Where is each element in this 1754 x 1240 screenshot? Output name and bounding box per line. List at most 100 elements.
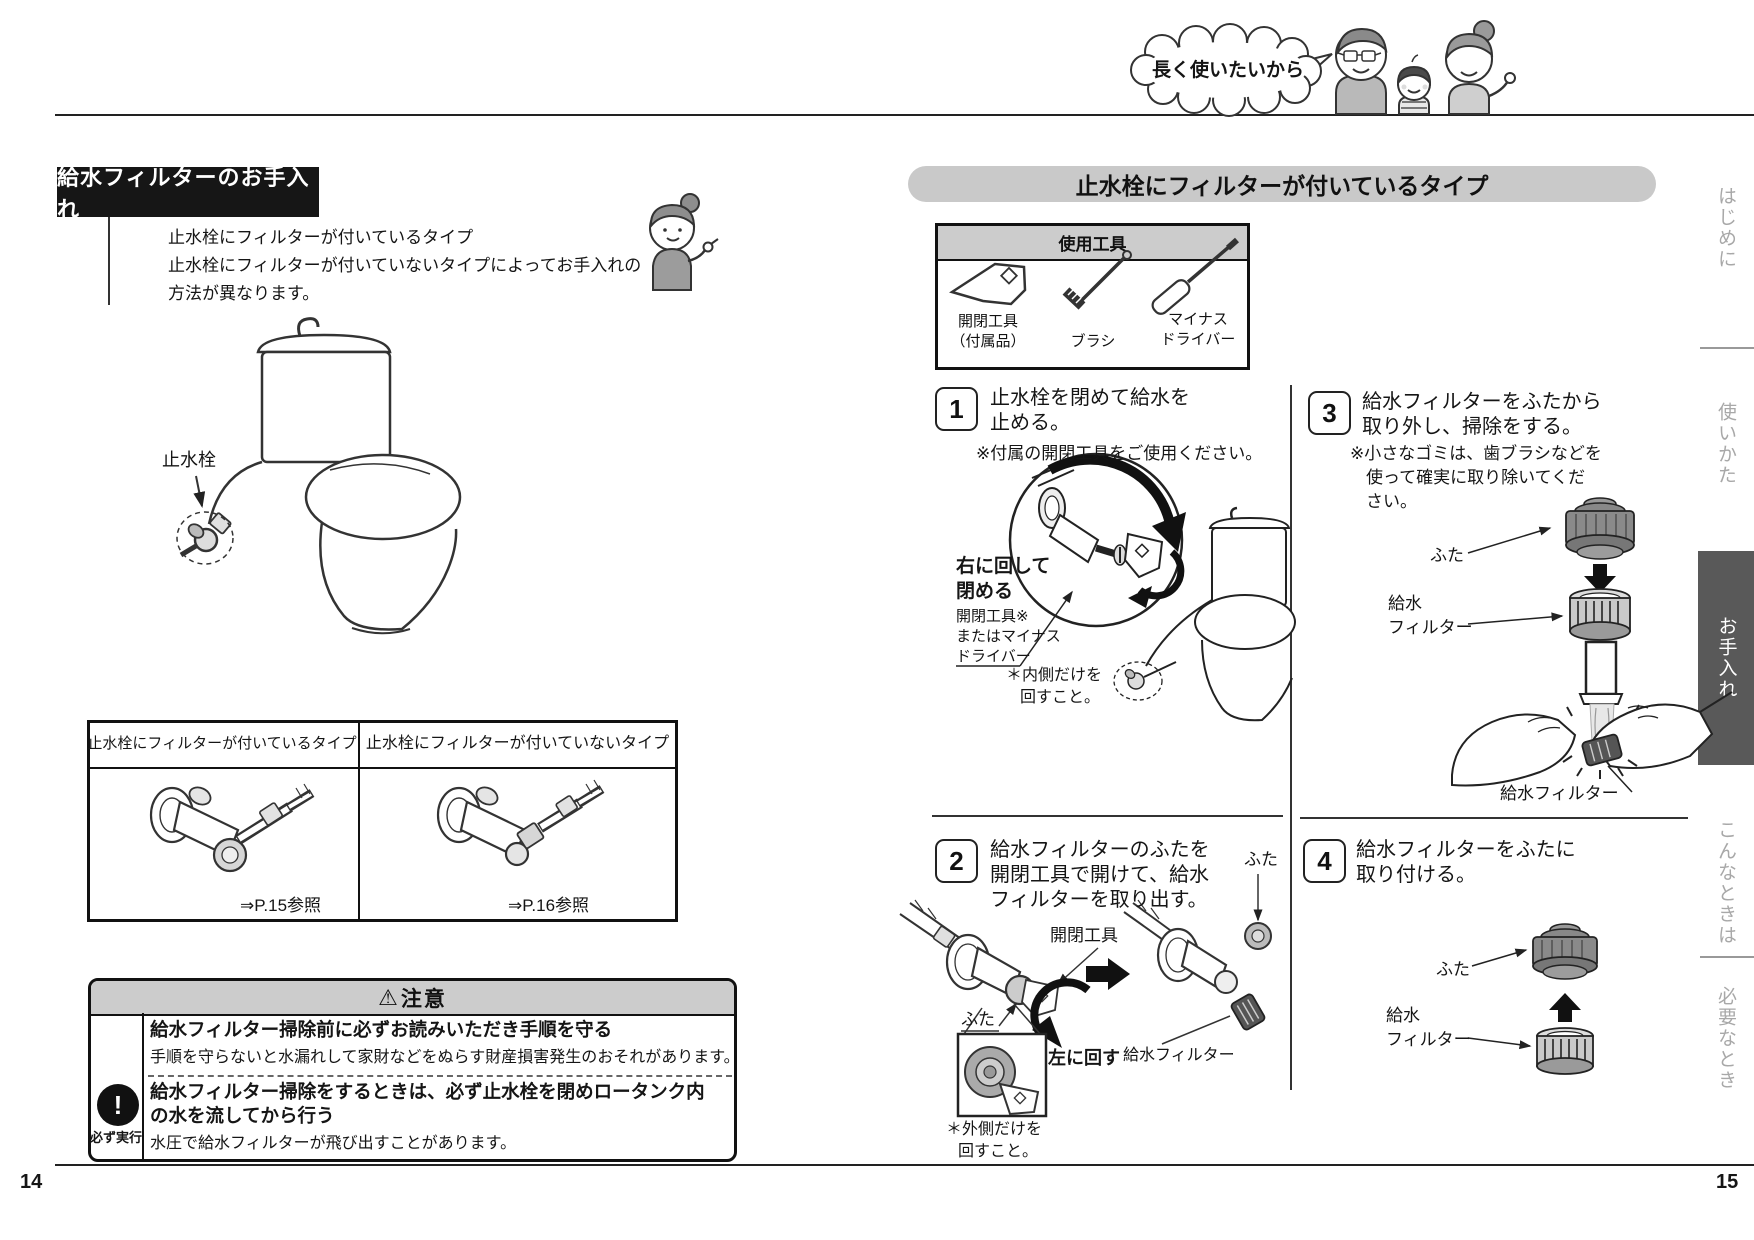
type-table-header-2: 止水栓にフィルターが付いていないタイプ xyxy=(359,722,676,766)
sidebar-tab-hajimeni[interactable]: はじめに xyxy=(1715,186,1736,270)
type-table-divider xyxy=(358,723,360,919)
caution-box: ⚠ 注意 xyxy=(88,978,737,1162)
sidebar-tab-hitsuyonatoki[interactable]: 必要なとき xyxy=(1715,986,1736,1091)
tool-label-screwdriver: マイナス ドライバー xyxy=(1145,310,1251,351)
tool-label-brush: ブラシ xyxy=(1040,332,1146,352)
caution-header: ⚠ 注意 xyxy=(91,981,734,1016)
step2-line3: フィルターを取り出す。 xyxy=(990,889,1208,911)
sidebar-divider xyxy=(1700,347,1754,349)
step2-line2: 開閉工具で開けて、給水 xyxy=(990,864,1209,886)
step4-filter-label: フィルター xyxy=(1386,1030,1471,1049)
tool-screwdriver-name: マイナス xyxy=(1168,311,1228,328)
step2-lid-label-right: ふた xyxy=(1244,850,1278,869)
step2-tool-label: 開閉工具 xyxy=(1050,926,1118,945)
warning-triangle-icon: ⚠ xyxy=(378,984,398,1010)
intro-line: 止水栓にフィルターが付いているタイプ xyxy=(168,228,474,247)
step3-note: さい。 xyxy=(1366,492,1417,511)
page-title-text: 給水フィルターのお手入れ xyxy=(57,165,310,222)
sidebar-tab-konnatokiwa[interactable]: こんなときは xyxy=(1715,820,1736,946)
step1-note: ※付属の開閉工具をご使用ください。 xyxy=(976,444,1263,463)
woman-illustration xyxy=(649,193,719,291)
step3-note: ※小さなゴミは、歯ブラシなどを xyxy=(1350,444,1602,463)
steps-vertical-divider xyxy=(1290,385,1292,1090)
steps-horizontal-divider-right xyxy=(1300,817,1688,819)
sidebar-tab-oteire-label: お手入れ xyxy=(1715,616,1737,700)
step2-outer-note: 回すこと。 xyxy=(958,1143,1039,1160)
toilet-illustration xyxy=(176,317,462,635)
table-ref-p16: ⇒P.16参照 xyxy=(508,896,590,915)
top-rule xyxy=(55,114,1754,116)
speech-bubble-text: 長く使いたいから xyxy=(1152,60,1305,81)
step3-filter-label: フィルター xyxy=(1388,618,1473,637)
step1-inner-note: ＊内側だけを xyxy=(1006,667,1103,684)
mandatory-exclamation: ! xyxy=(113,1090,123,1120)
step3-wash-label: 給水フィルター xyxy=(1500,784,1619,803)
tool-label-opener: 開閉工具 （付属品） xyxy=(935,312,1041,353)
caution-item2-body: 水圧で給水フィルターが飛び出すことがあります。 xyxy=(150,1135,517,1152)
step1-turn-label: 右に回して xyxy=(956,556,1051,577)
step4-line2: 取り付ける。 xyxy=(1356,864,1476,886)
intro-line: 止水栓にフィルターが付いていないタイプによってお手入れの xyxy=(168,256,642,275)
step3-line1: 給水フィルターをふたから xyxy=(1362,391,1602,413)
step1-turn-label: 閉める xyxy=(956,581,1014,602)
step1-line1: 止水栓を閉めて給水を xyxy=(990,387,1190,409)
mandatory-action-icon: ! xyxy=(97,1084,139,1126)
step1-line2: 止める。 xyxy=(990,412,1070,434)
intro-left-rule xyxy=(108,217,110,305)
tool-opener-name: 開閉工具 xyxy=(957,313,1018,330)
step3-filter-label: 給水 xyxy=(1388,594,1422,613)
step2-outer-note: ＊外側だけを xyxy=(946,1121,1043,1138)
step1-tool-label: またはマイナス xyxy=(956,628,1061,645)
footer-rule xyxy=(55,1164,1754,1166)
sidebar-tab-tsukaikata[interactable]: 使いかた xyxy=(1715,402,1736,486)
caution-item1-body: 手順を守らないと水漏れして家財などをぬらす財産損害発生のおそれがあります。 xyxy=(150,1049,740,1066)
type-table-header-row xyxy=(90,723,675,769)
step4-number: 4 xyxy=(1303,839,1346,883)
tools-box: 使用工具 xyxy=(935,223,1250,370)
mandatory-label: 必ず実行 xyxy=(90,1130,143,1145)
caution-item2-heading: の水を流してから行う xyxy=(150,1105,335,1126)
step3-illustration xyxy=(1451,497,1733,793)
tool-brush-name: ブラシ xyxy=(1070,333,1116,350)
step3-note: 使って確実に取り除いてくだ xyxy=(1366,468,1586,487)
step2-filter-label: 給水フィルター xyxy=(1123,1047,1235,1064)
section-title-bar: 止水栓にフィルターが付いているタイプ xyxy=(908,166,1656,202)
tool-opener-sub: （付属品） xyxy=(950,333,1026,351)
section-title: 止水栓にフィルターが付いているタイプ xyxy=(1075,173,1489,199)
page-number-left: 14 xyxy=(20,1171,43,1193)
tool-screwdriver-sub: ドライバー xyxy=(1160,331,1236,349)
type-table-header-1-text: 止水栓にフィルターが付いているタイプ xyxy=(87,735,357,752)
type-table xyxy=(87,720,678,922)
step3-number: 3 xyxy=(1308,391,1351,435)
caution-divider-dashed xyxy=(148,1075,732,1077)
step4-filter-label: 給水 xyxy=(1386,1006,1420,1025)
step4-illustration xyxy=(1467,923,1598,1075)
type-table-header-2-text: 止水栓にフィルターが付いていないタイプ xyxy=(365,735,670,753)
sidebar-divider xyxy=(1700,956,1754,958)
tools-box-header: 使用工具 xyxy=(938,226,1247,261)
stop-valve-label: 止水栓 xyxy=(162,450,216,470)
step1-tool-label: ドライバー xyxy=(956,648,1031,665)
step1-number: 1 xyxy=(935,387,978,431)
caution-item1-heading: 給水フィルター掃除前に必ずお読みいただき手順を守る xyxy=(150,1019,613,1040)
step3-line2: 取り外し、掃除をする。 xyxy=(1362,416,1582,438)
sidebar-tab-oteire-active[interactable]: お手入れ xyxy=(1698,551,1754,765)
step4-lid-label: ふた xyxy=(1436,960,1470,979)
caution-title: 注意 xyxy=(400,987,447,1011)
steps-horizontal-divider-left xyxy=(932,815,1283,817)
table-ref-p15: ⇒P.15参照 xyxy=(240,896,322,915)
page-title: 給水フィルターのお手入れ xyxy=(57,165,319,222)
step1-tool-label: 開閉工具※ xyxy=(956,608,1029,625)
step2-number: 2 xyxy=(935,839,978,883)
intro-line: 方法が異なります。 xyxy=(168,284,320,303)
step3-lid-label: ふた xyxy=(1430,546,1464,565)
caution-item2-heading: 給水フィルター掃除をするときは、必ず止水栓を閉めロータンク内 xyxy=(150,1081,705,1102)
step2-line1: 給水フィルターのふたを xyxy=(990,839,1210,861)
step2-turn-label: 左に回す xyxy=(1048,1048,1120,1068)
type-table-header-1: 止水栓にフィルターが付いているタイプ xyxy=(87,722,357,766)
step2-lid-label-left: ふた xyxy=(961,1010,995,1029)
step4-line1: 給水フィルターをふたに xyxy=(1356,839,1576,861)
step1-inner-note: 回すこと。 xyxy=(1020,689,1101,706)
family-illustration xyxy=(1335,20,1516,115)
